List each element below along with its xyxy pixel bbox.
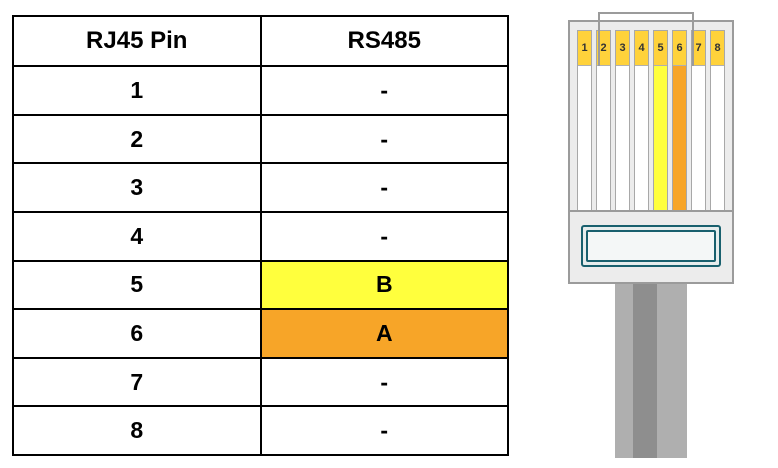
signal-cell: -: [259, 405, 509, 456]
connector-pin-3: 3: [615, 30, 630, 212]
pin-contact: 6: [673, 31, 686, 66]
signal-cell-a: A: [259, 308, 509, 359]
connector-pin-1: 1: [577, 30, 592, 212]
table-row: 3 -: [12, 162, 509, 213]
table-row: 2 -: [12, 113, 509, 165]
pin-wire-orange: [673, 66, 686, 211]
pin-number-cell: 5: [12, 259, 262, 311]
table-header-rs485: RS485: [259, 14, 509, 68]
pin-wire: [616, 66, 629, 211]
signal-cell: -: [259, 65, 509, 116]
signal-cell: -: [259, 113, 509, 165]
table-header-row: RJ45 Pin RS485: [12, 14, 509, 68]
table-row: 4 -: [12, 211, 509, 262]
boot-window: [581, 225, 721, 267]
pin-number-cell: 2: [12, 113, 262, 165]
connector-pin-6: 6: [672, 30, 687, 212]
table-header-rj45-pin: RJ45 Pin: [12, 14, 262, 68]
connector-boot: [568, 210, 734, 284]
pin-wire: [597, 66, 610, 211]
pin-wire-yellow: [654, 66, 667, 211]
pin-wire: [578, 66, 591, 211]
signal-cell: -: [259, 211, 509, 262]
pin-number-cell: 3: [12, 162, 262, 213]
pin-contact: 4: [635, 31, 648, 66]
pin-contact: 7: [692, 31, 705, 66]
cable: [615, 284, 687, 458]
rj45-connector-diagram: 1 2 3 4 5 6 7: [568, 12, 734, 458]
signal-cell: -: [259, 356, 509, 408]
pin-contact: 1: [578, 31, 591, 66]
pin-wire: [635, 66, 648, 211]
signal-cell-b: B: [259, 259, 509, 311]
pin-contact: 5: [654, 31, 667, 66]
pin-number-cell: 8: [12, 405, 262, 456]
table-row: 5 B: [12, 259, 509, 311]
connector-pin-7: 7: [691, 30, 706, 212]
pin-contact: 3: [616, 31, 629, 66]
connector-pin-4: 4: [634, 30, 649, 212]
table-row: 7 -: [12, 356, 509, 408]
connector-pins: 1 2 3 4 5 6 7: [577, 30, 725, 212]
pin-contact: 2: [597, 31, 610, 66]
pin-wire: [692, 66, 705, 211]
table-row: 6 A: [12, 308, 509, 359]
pin-number-cell: 7: [12, 356, 262, 408]
pin-wire: [711, 66, 724, 211]
boot-window-inner: [586, 230, 716, 262]
pin-number-cell: 1: [12, 65, 262, 116]
pin-contact: 8: [711, 31, 724, 66]
pin-number-cell: 4: [12, 211, 262, 262]
connector-pin-8: 8: [710, 30, 725, 212]
connector-latch-clip: [598, 12, 694, 66]
signal-cell: -: [259, 162, 509, 213]
pin-number-cell: 6: [12, 308, 262, 359]
table-row: 8 -: [12, 405, 509, 456]
pinout-table: RJ45 Pin RS485 1 - 2 - 3 - 4 - 5 B 6 A 7: [12, 14, 509, 456]
connector-pin-5: 5: [653, 30, 668, 212]
table-row: 1 -: [12, 65, 509, 116]
